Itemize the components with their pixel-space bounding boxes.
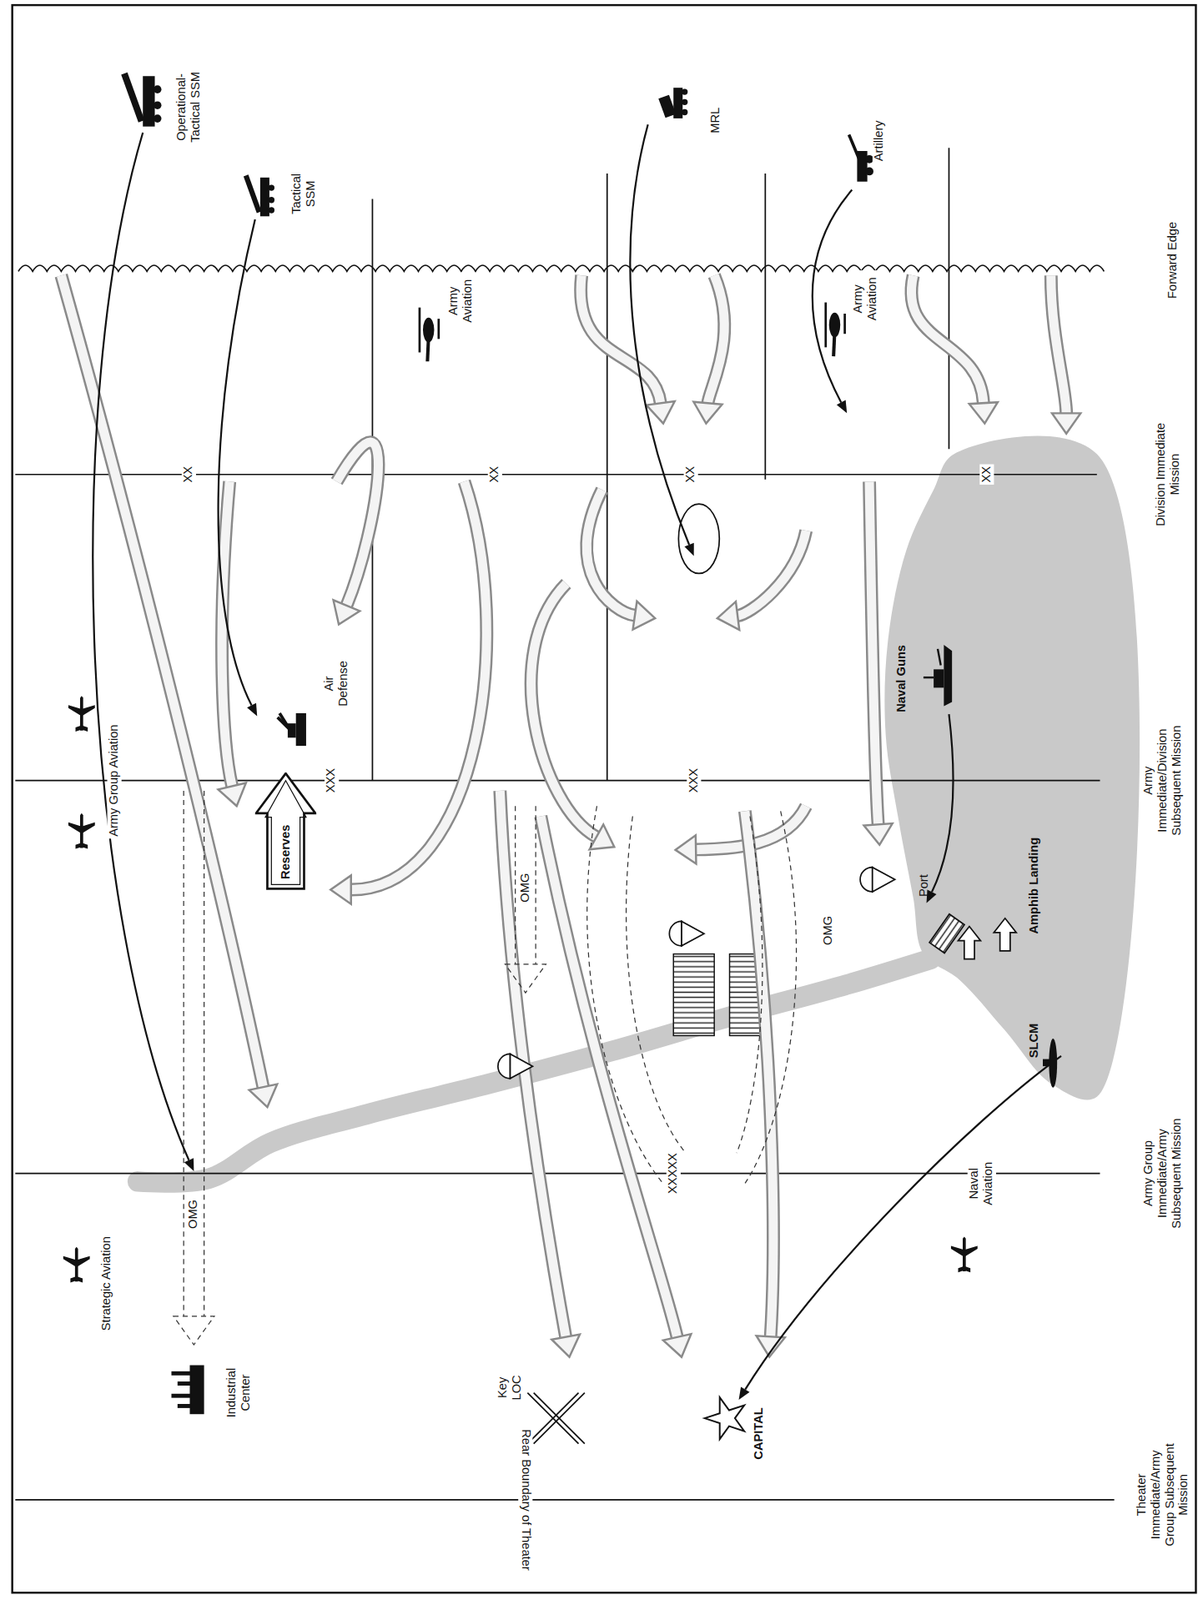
- attack-arrow: [717, 530, 806, 630]
- ad-icon: [277, 713, 307, 746]
- fire-arrow: [812, 189, 852, 413]
- map-label: Port: [917, 874, 932, 897]
- attack-arrow: [333, 442, 379, 625]
- map-label: MRL: [709, 105, 724, 136]
- omg-dashed-arc: [744, 810, 797, 1183]
- heli-icon: [825, 302, 846, 358]
- forward-edge-line: [18, 265, 1104, 272]
- node-text: Reserves: [278, 825, 293, 880]
- boundary-line: [764, 173, 766, 480]
- airborne-symbol: [669, 921, 705, 946]
- map-label: OMG: [821, 913, 836, 947]
- omg-dashed-arrow: [504, 805, 546, 993]
- ssm-icon: [246, 175, 275, 217]
- heli-icon: [419, 307, 439, 363]
- attack-arrow: [499, 790, 580, 1358]
- map-label: Amphib Landing: [1027, 837, 1042, 935]
- ssm-icon: [124, 73, 162, 127]
- airborne-symbol: [498, 1053, 534, 1078]
- map-label: Division Immediate Mission: [1154, 416, 1183, 533]
- art-icon: [849, 134, 874, 182]
- reserves-arrow: Reserves: [266, 773, 304, 890]
- plane-icon: [68, 813, 96, 850]
- attack-arrow: [911, 275, 998, 423]
- map-label: Tactical SSM: [290, 165, 319, 222]
- port-symbol: [929, 914, 965, 954]
- plane-icon: [68, 695, 96, 732]
- map-label: Army Aviation: [850, 270, 880, 328]
- plane-icon: [63, 1247, 91, 1284]
- fire-arrow: [218, 219, 258, 717]
- mrl-icon: [658, 87, 688, 119]
- map-label: XXXXX: [666, 1151, 681, 1197]
- map-label: Naval Guns: [895, 644, 910, 713]
- factory-icon: [171, 1365, 204, 1415]
- attack-arrow: [586, 489, 655, 630]
- map-label: SLCM: [1027, 1023, 1042, 1059]
- map-label: Artillery: [872, 118, 887, 164]
- omg-dashed-arc: [587, 805, 664, 1184]
- sea-area: [884, 436, 1140, 1101]
- omg-dashed-arc: [736, 815, 763, 1153]
- map-label: XX: [979, 464, 994, 485]
- map-label: Army Immediate/Division Subsequent Missi…: [1142, 718, 1185, 843]
- map-label: Strategic Aviation: [100, 1234, 115, 1334]
- boundary-line: [15, 473, 1097, 476]
- sub-icon: [1042, 1038, 1058, 1088]
- fire-arrow: [629, 124, 694, 556]
- capital-star: [704, 1397, 745, 1440]
- map-label: Rear Boundary of Theater: [518, 1427, 533, 1573]
- map-label: Key LOC: [496, 1367, 525, 1409]
- omg-dashed-arc: [626, 815, 686, 1153]
- map-label: XX: [181, 464, 197, 485]
- omg-dashed-arrow: [173, 790, 215, 1345]
- map-label: Army Group Immediate/Army Subsequent Mis…: [1142, 1111, 1185, 1236]
- bridge-symbol: [673, 954, 715, 1037]
- map-label: Forward Edge: [1166, 219, 1181, 301]
- map-label: OMG: [186, 1197, 202, 1232]
- boundary-line: [606, 173, 609, 781]
- boundary-line: [15, 1499, 1114, 1501]
- airborne-symbol: [860, 867, 896, 892]
- map-label: Operational-Tactical SSM: [174, 63, 203, 152]
- map-label: Industrial Center: [224, 1354, 253, 1432]
- map-label: Theater Immediate/Army Group Subsequent …: [1135, 1432, 1192, 1557]
- attack-arrow: [744, 810, 786, 1357]
- key-loc-symbol: [527, 1393, 584, 1445]
- map-label: XX: [684, 464, 699, 485]
- map-label: OMG: [518, 870, 533, 905]
- frame-border: [12, 5, 1197, 1593]
- boundary-line: [948, 147, 951, 449]
- map-label: XX: [488, 464, 503, 485]
- map-label: XXX: [324, 766, 339, 796]
- target-ellipse: [678, 503, 720, 574]
- map-label: CAPITAL: [752, 1405, 767, 1462]
- attack-arrow: [580, 275, 675, 423]
- amphibious-arrow: [993, 918, 1017, 952]
- attack-arrow: [218, 481, 247, 806]
- boundary-line: [15, 1172, 1100, 1175]
- fire-arrow: [92, 132, 194, 1172]
- map-label: Air Defense: [322, 654, 352, 712]
- attack-arrow: [531, 583, 615, 851]
- map-label: XXX: [686, 766, 701, 796]
- fire-arrow: [739, 1056, 1062, 1400]
- plane-icon: [951, 1236, 978, 1273]
- attack-arrow: [864, 481, 893, 845]
- map-label: Army Group Aviation: [107, 722, 122, 839]
- attack-arrow: [693, 275, 725, 423]
- map-label: Naval Aviation: [967, 1151, 997, 1217]
- amphibious-arrow: [957, 926, 981, 960]
- map-label: Army Aviation: [447, 272, 476, 330]
- attack-arrow: [540, 815, 691, 1357]
- attack-arrow: [330, 481, 487, 904]
- ship-icon: [923, 644, 952, 706]
- attack-arrow: [1051, 275, 1081, 434]
